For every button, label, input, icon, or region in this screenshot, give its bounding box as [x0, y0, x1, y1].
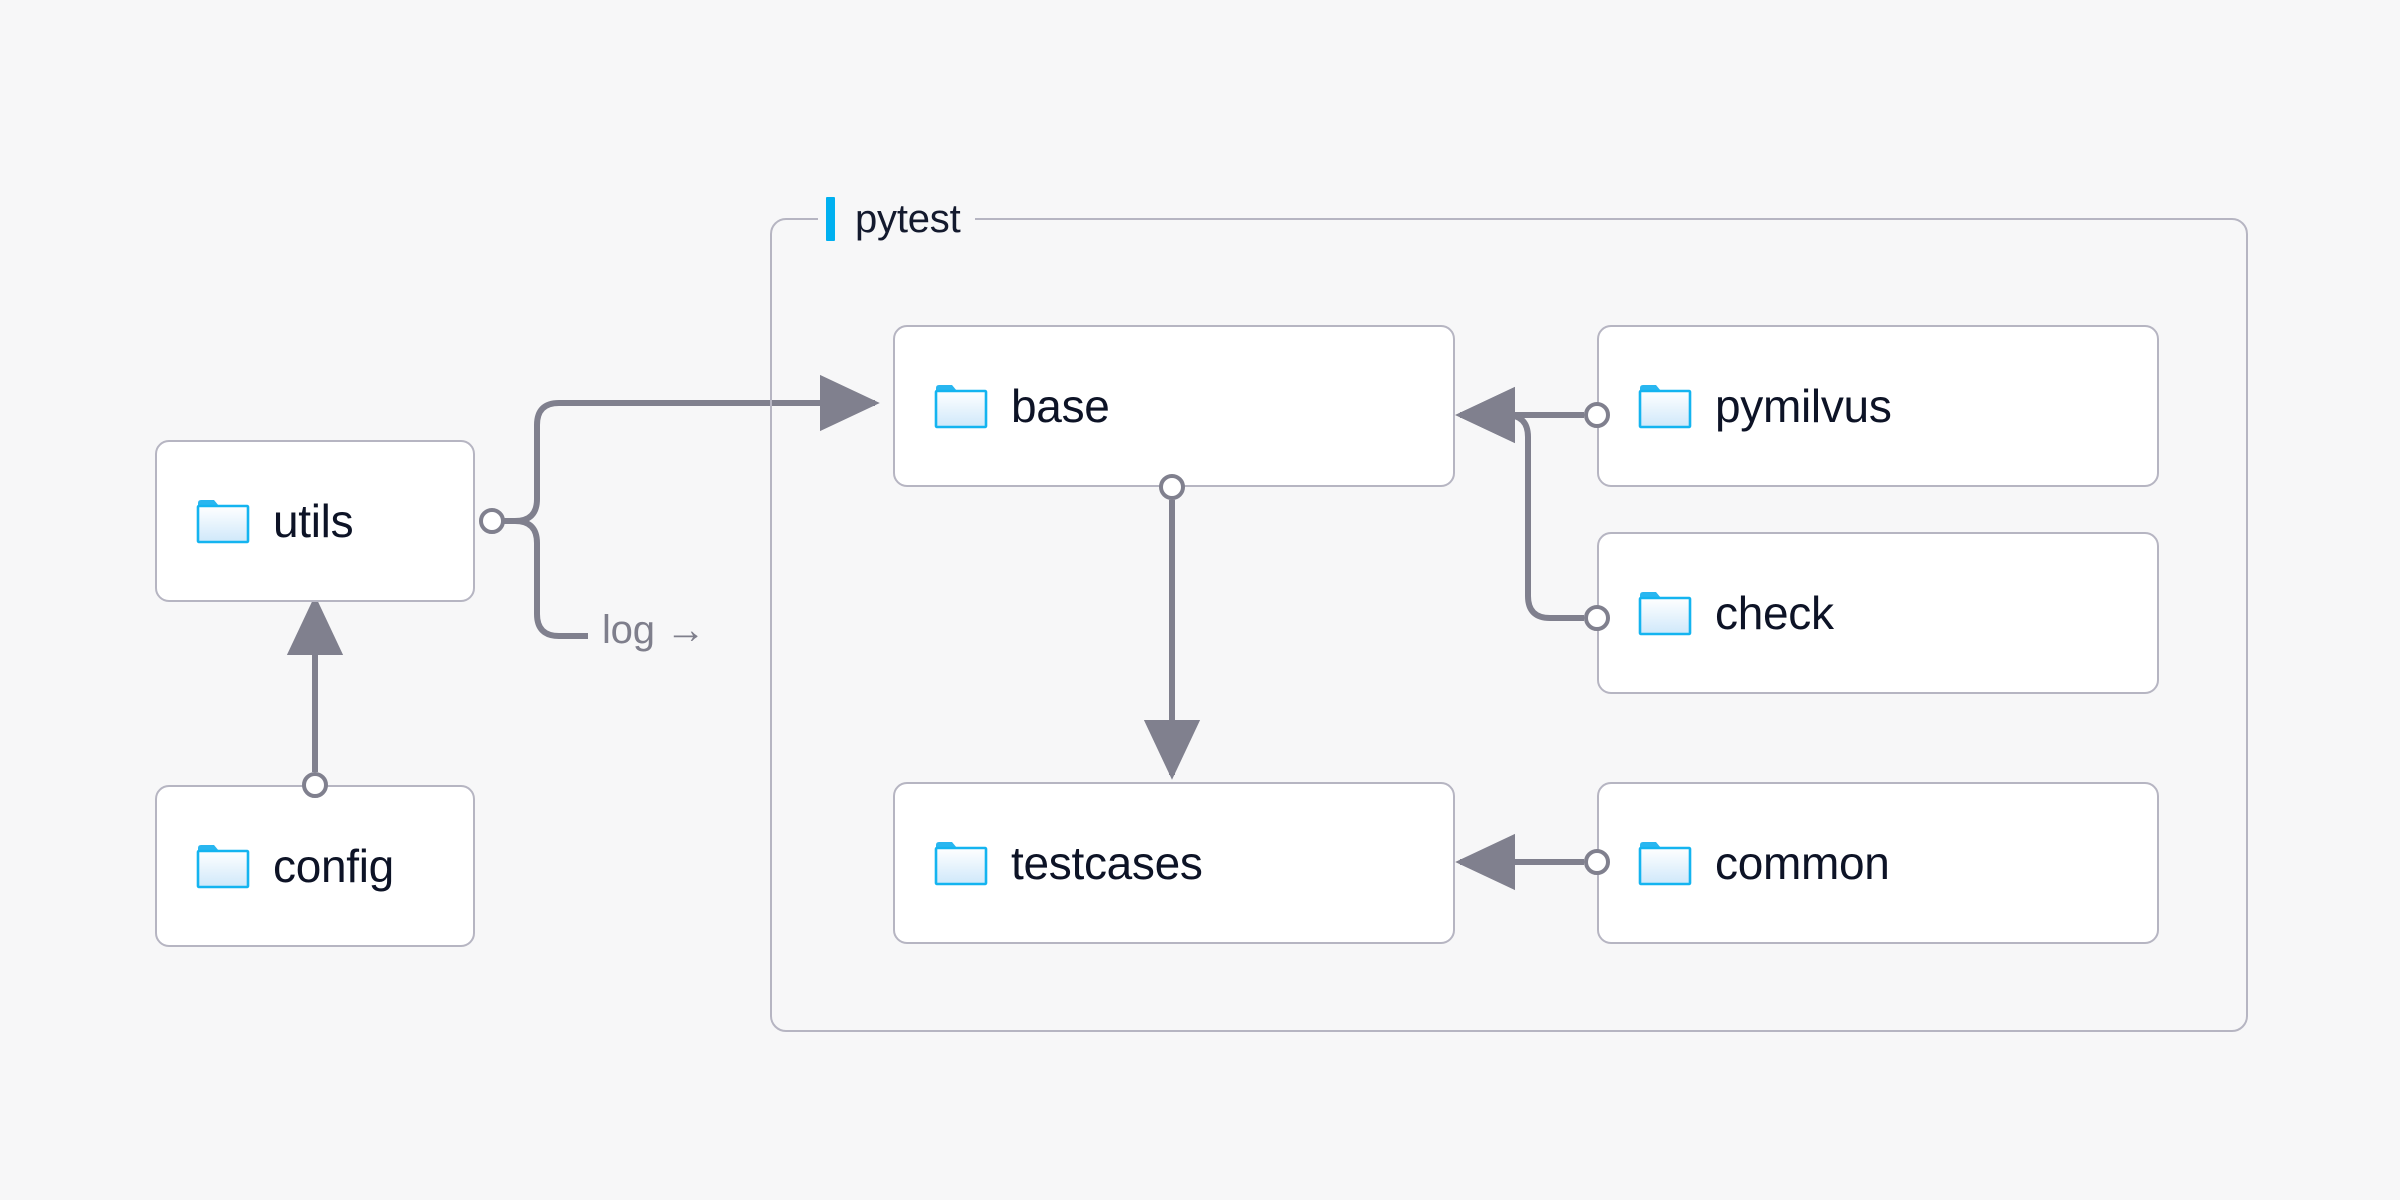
- node-testcases[interactable]: testcases: [893, 782, 1455, 944]
- node-pymilvus-label: pymilvus: [1715, 380, 1892, 432]
- folder-icon: [1638, 592, 1692, 636]
- edge-label-log: log →: [596, 608, 712, 653]
- node-testcases-label: testcases: [1011, 837, 1203, 889]
- folder-icon: [934, 842, 988, 886]
- group-pytest: [770, 218, 2248, 1032]
- edge-label-log-text: log: [602, 608, 655, 652]
- node-utils[interactable]: utils: [155, 440, 475, 602]
- group-pytest-title: pytest: [818, 196, 975, 242]
- port-config-top[interactable]: [302, 772, 328, 798]
- group-accent-bar: [826, 197, 835, 241]
- folder-icon: [1638, 842, 1692, 886]
- node-check-label: check: [1715, 587, 1834, 639]
- node-check[interactable]: check: [1597, 532, 2159, 694]
- folder-icon: [1638, 385, 1692, 429]
- node-config-label: config: [273, 840, 394, 892]
- node-config[interactable]: config: [155, 785, 475, 947]
- edge-utils-log: [492, 518, 588, 639]
- node-common-label: common: [1715, 837, 1890, 889]
- folder-icon: [196, 845, 250, 889]
- port-check-left[interactable]: [1584, 605, 1610, 631]
- node-base-label: base: [1011, 380, 1110, 432]
- group-pytest-label: pytest: [855, 196, 961, 241]
- node-utils-label: utils: [273, 495, 354, 547]
- port-base-bottom[interactable]: [1159, 474, 1185, 500]
- node-base[interactable]: base: [893, 325, 1455, 487]
- edge-label-log-arrow-icon: →: [665, 608, 706, 652]
- folder-icon: [934, 385, 988, 429]
- port-utils-right[interactable]: [479, 508, 505, 534]
- node-common[interactable]: common: [1597, 782, 2159, 944]
- port-common-left[interactable]: [1584, 849, 1610, 875]
- port-pymilvus-left[interactable]: [1584, 402, 1610, 428]
- node-pymilvus[interactable]: pymilvus: [1597, 325, 2159, 487]
- folder-icon: [196, 500, 250, 544]
